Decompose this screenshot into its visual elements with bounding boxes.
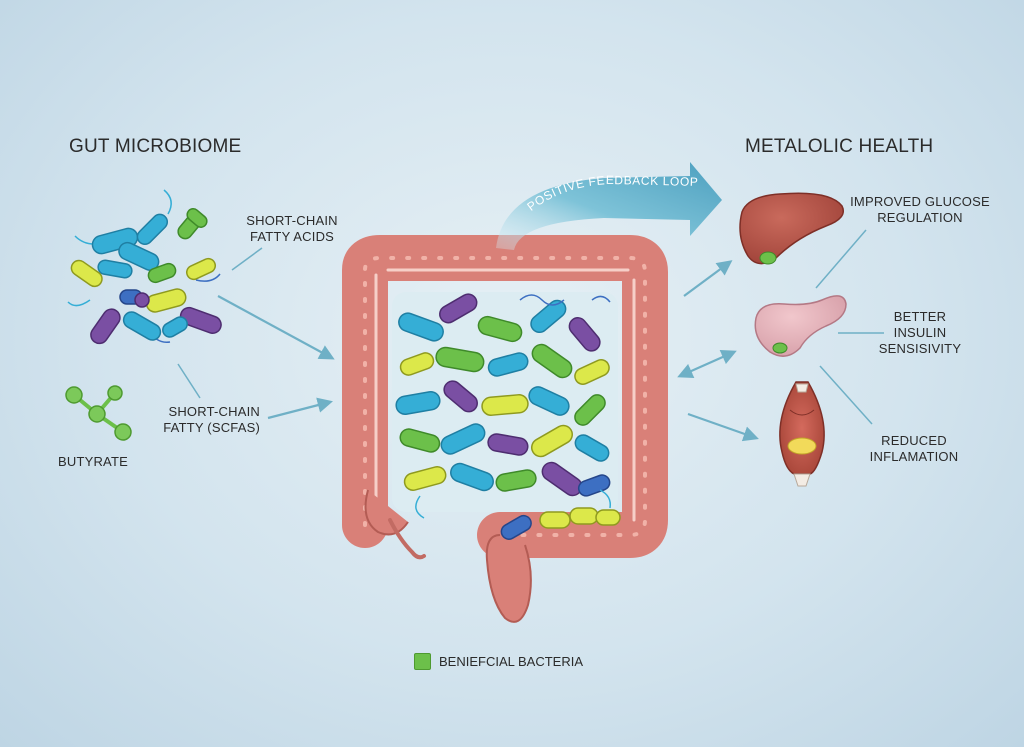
glucose-label-line1: IMPROVED GLUCOSE — [850, 194, 990, 209]
insulin-label-line3: SENSISIVITY — [878, 341, 962, 356]
insulin-label-line1: BETTER — [893, 309, 947, 324]
legend: BENIEFCIAL BACTERIA — [414, 653, 583, 670]
scfa-bottom-label: SHORT-CHAIN FATTY (SCFAS) — [130, 404, 260, 436]
scfa-bottom-label-line1: SHORT-CHAIN — [168, 404, 260, 419]
inflammation-leader-line — [819, 365, 873, 425]
scfa-top-leader-line — [231, 247, 263, 271]
liver-icon — [739, 192, 844, 265]
muscle-icon — [779, 381, 825, 487]
glucose-leader-line — [815, 229, 867, 289]
butyrate-label: BUTYRATE — [58, 454, 128, 469]
scfa-bottom-leader-line — [177, 363, 201, 399]
legend-label-beneficial: BENIEFCIAL BACTERIA — [439, 653, 583, 669]
scfa-top-label: SHORT-CHAIN FATTY ACIDS — [232, 213, 352, 245]
inflammation-label-line1: REDUCED — [881, 433, 947, 448]
butyrate-molecule-icon — [65, 385, 132, 441]
scfa-top-label-line1: SHORT-CHAIN — [246, 213, 338, 228]
insulin-sensitivity-label: BETTER INSULIN SENSISIVITY — [870, 309, 970, 357]
gut-bacteria-colony — [395, 293, 612, 519]
scfa-top-label-line2: FATTY ACIDS — [249, 229, 335, 244]
metabolic-health-heading: METALOLIC HEALTH — [745, 136, 934, 157]
gut-microbiome-heading: GUT MICROBIOME — [69, 136, 242, 157]
gut-bacteria-cluster — [67, 189, 222, 345]
glucose-label-line2: REGULATION — [877, 210, 963, 225]
inflammation-label-line2: INFLAMATION — [869, 449, 959, 464]
legend-swatch-beneficial — [414, 653, 431, 670]
glucose-regulation-label: IMPROVED GLUCOSE REGULATION — [846, 194, 994, 226]
positive-feedback-loop-arrow — [496, 162, 722, 250]
scfa-to-gut-arrow — [267, 397, 333, 420]
reduced-inflammation-label: REDUCED INFLAMATION — [854, 433, 974, 465]
gut-to-liver-arrow — [683, 260, 733, 297]
pancreas-icon — [754, 295, 847, 357]
bacteria-to-gut-arrow — [217, 295, 335, 360]
gut-to-muscle-arrow — [687, 412, 759, 442]
insulin-label-line2: INSULIN — [893, 325, 947, 340]
beneficial-bacteria-band — [500, 507, 621, 540]
scfa-bottom-label-line2: FATTY (SCFAS) — [163, 420, 260, 435]
gut-pancreas-bidirectional-arrow — [677, 349, 737, 379]
